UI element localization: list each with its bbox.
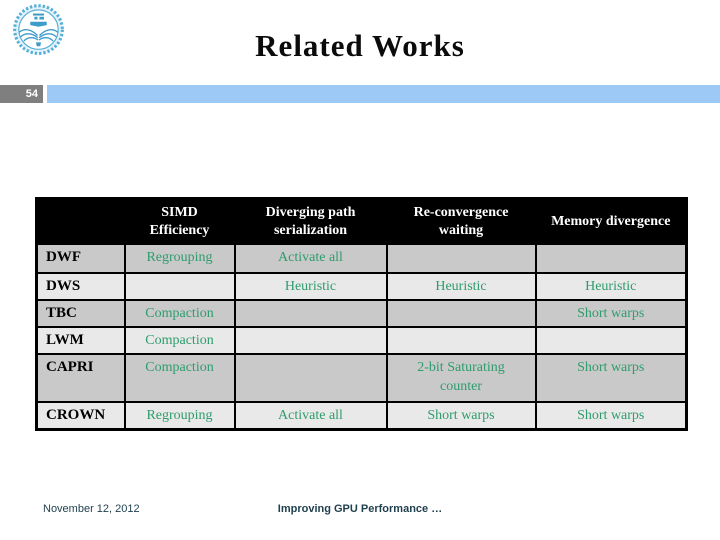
header-reconvergence-waiting: Re-convergence waiting — [385, 197, 537, 245]
footer-date: November 12, 2012 — [43, 503, 140, 515]
cell-value — [233, 325, 388, 355]
table-row-capri: CAPRI Compaction 2-bit Saturating counte… — [35, 352, 688, 403]
row-label: LWM — [35, 325, 126, 355]
university-logo-icon — [13, 4, 64, 55]
footer-presentation-title: Improving GPU Performance … — [277, 503, 443, 515]
row-label: CROWN — [35, 400, 126, 431]
cell-value: Short warps — [385, 400, 537, 431]
table-row-lwm: LWM Compaction — [35, 325, 688, 355]
cell-value: Compaction — [123, 298, 236, 328]
header-rule-bar — [47, 85, 720, 103]
cell-value — [385, 243, 537, 274]
header-diverging-path: Diverging path serialization — [233, 197, 388, 245]
cell-value: Regrouping — [123, 400, 236, 431]
row-label: DWF — [35, 243, 126, 274]
cell-value — [233, 298, 388, 328]
table-row-dwf: DWF Regrouping Activate all — [35, 243, 688, 274]
cell-value — [534, 243, 688, 274]
slide-title: Related Works — [255, 28, 465, 63]
cell-value — [534, 325, 688, 355]
cell-value — [385, 325, 537, 355]
table-row-crown: CROWN Regrouping Activate all Short warp… — [35, 400, 688, 431]
cell-value: Regrouping — [123, 243, 236, 274]
cell-value: 2-bit Saturating counter — [385, 352, 537, 403]
cell-value: Short warps — [534, 298, 688, 328]
row-label: CAPRI — [35, 352, 126, 403]
cell-value: Compaction — [123, 352, 236, 403]
header-corner-cell — [35, 197, 126, 245]
cell-value: Heuristic — [385, 272, 537, 301]
table-row-tbc: TBC Compaction Short warps — [35, 298, 688, 328]
cell-value: Heuristic — [534, 272, 688, 301]
cell-value: Short warps — [534, 352, 688, 403]
cell-value: Compaction — [123, 325, 236, 355]
cell-value: Activate all — [233, 243, 388, 274]
cell-value: Activate all — [233, 400, 388, 431]
header-simd-efficiency: SIMD Efficiency — [123, 197, 236, 245]
table-row-dws: DWS Heuristic Heuristic Heuristic — [35, 272, 688, 301]
row-label: DWS — [35, 272, 126, 301]
cell-value — [123, 272, 236, 301]
cell-value — [233, 352, 388, 403]
table-header-row: SIMD Efficiency Diverging path serializa… — [35, 197, 688, 245]
cell-value: Heuristic — [233, 272, 388, 301]
header-memory-divergence: Memory divergence — [534, 197, 688, 245]
related-works-table: SIMD Efficiency Diverging path serializa… — [35, 197, 688, 431]
row-label: TBC — [35, 298, 126, 328]
cell-value — [385, 298, 537, 328]
slide-number: 54 — [0, 85, 43, 103]
cell-value: Short warps — [534, 400, 688, 431]
